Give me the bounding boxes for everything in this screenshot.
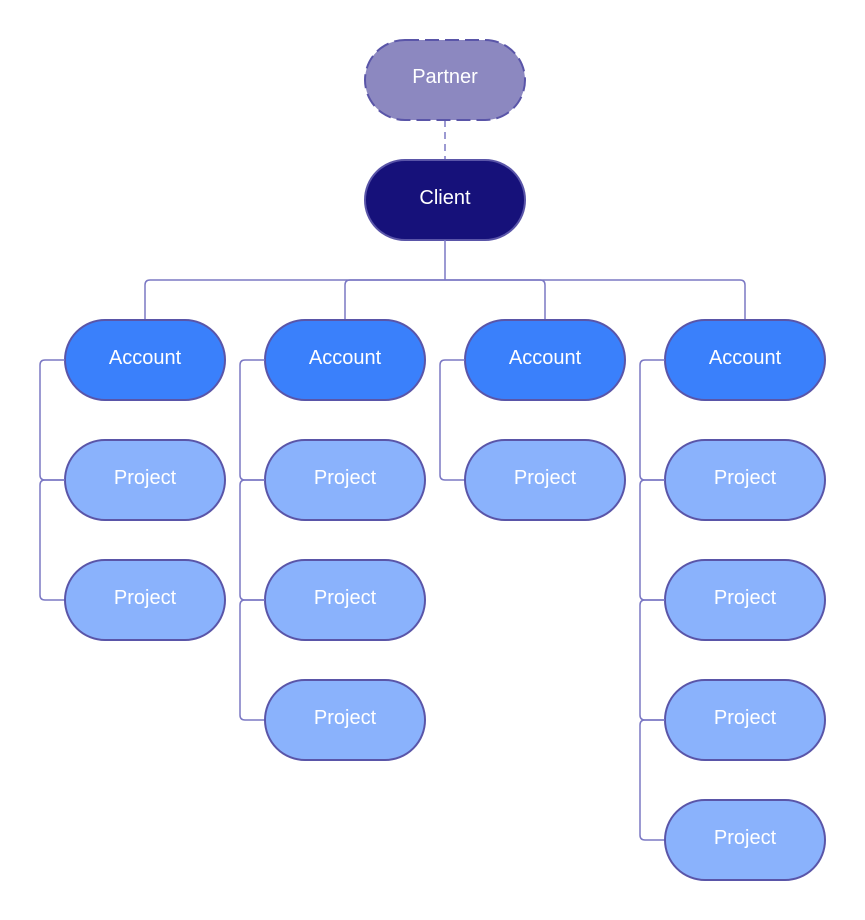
project-node-4-1[interactable]: Project	[664, 439, 826, 521]
project-node-1-1-label: Project	[114, 467, 177, 489]
project-connector-3-1	[439, 359, 465, 481]
account-node-3[interactable]: Account	[464, 319, 626, 401]
project-node-1-2-label: Project	[114, 587, 177, 609]
account-connector-2	[344, 279, 445, 320]
partner-node-label: Partner	[412, 66, 478, 88]
client-node-label: Client	[419, 187, 471, 209]
project-connector-1-2	[39, 479, 65, 601]
account-connector-3	[445, 279, 546, 320]
account-node-1-label: Account	[109, 347, 182, 369]
account-connector-4	[445, 279, 746, 320]
account-node-4[interactable]: Account	[664, 319, 826, 401]
project-node-2-3-label: Project	[314, 707, 377, 729]
project-node-1-2-shape	[64, 559, 226, 641]
project-connector-4-1	[639, 359, 665, 481]
project-node-2-1[interactable]: Project	[264, 439, 426, 521]
project-node-1-1[interactable]: Project	[64, 439, 226, 521]
account-node-4-label: Account	[709, 347, 782, 369]
account-connector-1	[144, 279, 445, 320]
project-node-2-2[interactable]: Project	[264, 559, 426, 641]
partner-node-shape	[364, 39, 526, 121]
project-connector-2-3	[239, 599, 265, 721]
account-node-2-label: Account	[309, 347, 382, 369]
client-node[interactable]: Client	[364, 159, 526, 241]
project-node-4-3-label: Project	[714, 707, 777, 729]
account-node-2[interactable]: Account	[264, 319, 426, 401]
project-node-4-4[interactable]: Project	[664, 799, 826, 881]
project-node-4-4-label: Project	[714, 827, 777, 849]
account-node-3-label: Account	[509, 347, 582, 369]
project-connector-4-2	[639, 479, 665, 601]
project-node-1-2[interactable]: Project	[64, 559, 226, 641]
project-connector-4-3	[639, 599, 665, 721]
partner-node[interactable]: Partner	[364, 39, 526, 121]
project-connector-2-2	[239, 479, 265, 601]
project-node-3-1[interactable]: Project	[464, 439, 626, 521]
project-node-3-1-label: Project	[514, 467, 577, 489]
project-node-3-1-shape	[464, 439, 626, 521]
project-connector-2-1	[239, 359, 265, 481]
project-connector-1-1	[39, 359, 65, 481]
project-connector-4-4	[639, 719, 665, 841]
project-node-4-1-label: Project	[714, 467, 777, 489]
project-node-4-4-shape	[664, 799, 826, 881]
project-node-4-3[interactable]: Project	[664, 679, 826, 761]
account-tree: AccountProjectProjectAccountProjectProje…	[39, 240, 826, 881]
project-node-2-1-label: Project	[314, 467, 377, 489]
project-node-2-2-label: Project	[314, 587, 377, 609]
project-node-2-3-shape	[264, 679, 426, 761]
project-node-4-2-label: Project	[714, 587, 777, 609]
project-node-4-2[interactable]: Project	[664, 559, 826, 641]
project-node-2-3[interactable]: Project	[264, 679, 426, 761]
account-node-1[interactable]: Account	[64, 319, 226, 401]
